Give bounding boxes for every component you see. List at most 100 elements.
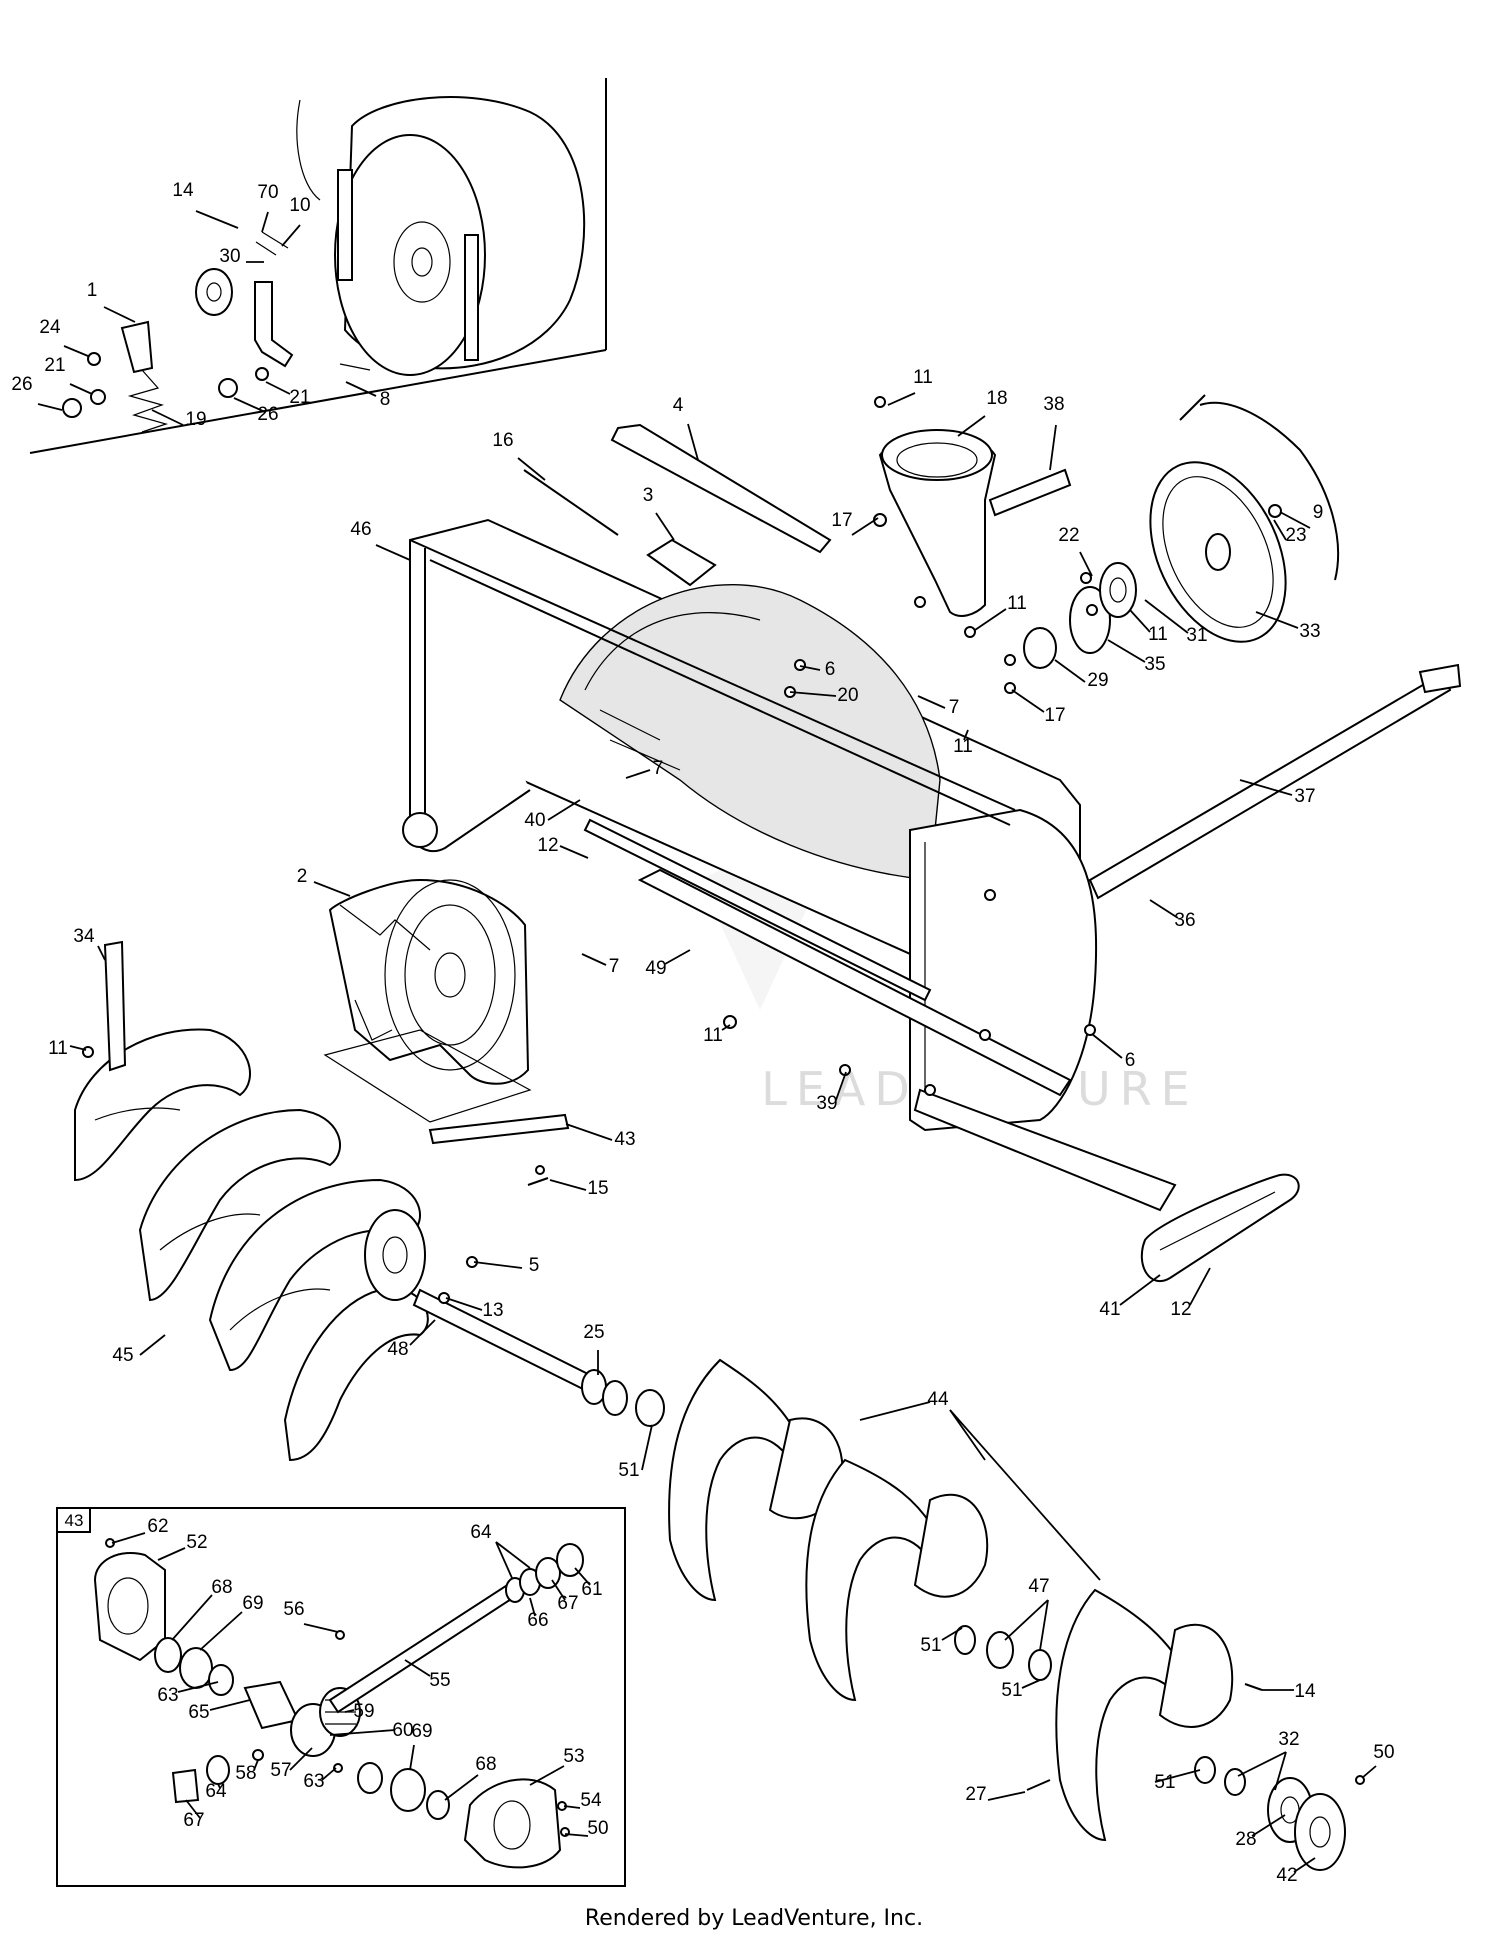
part-label-26: 26 <box>257 404 278 425</box>
part-label-11: 11 <box>953 736 973 757</box>
part-label-14: 14 <box>172 180 194 201</box>
part-label-17: 17 <box>831 510 852 531</box>
leader-lines <box>37 210 1377 1873</box>
part-label-51: 51 <box>920 1635 941 1656</box>
auger-shaft <box>412 1113 665 1427</box>
right-augers <box>668 1358 1365 1871</box>
idler-inset <box>29 78 607 454</box>
part-label-18: 18 <box>986 388 1007 409</box>
part-label-21: 21 <box>289 387 310 408</box>
part-label-50: 50 <box>1373 1742 1394 1763</box>
part-label-36: 36 <box>1174 910 1195 931</box>
part-label-7: 7 <box>653 758 664 779</box>
part-label-38: 38 <box>1043 394 1064 415</box>
part-label-3: 3 <box>643 485 654 506</box>
part-label-61: 61 <box>581 1579 602 1600</box>
part-label-33: 33 <box>1299 621 1320 642</box>
part-label-19: 19 <box>185 409 206 430</box>
part-label-69: 69 <box>242 1593 263 1614</box>
part-label-4: 4 <box>673 395 684 416</box>
part-label-5: 5 <box>529 1255 540 1276</box>
part-label-23: 23 <box>1285 525 1306 546</box>
part-label-65: 65 <box>188 1702 209 1723</box>
part-label-25: 25 <box>583 1322 604 1343</box>
part-label-12: 12 <box>537 835 558 856</box>
part-label-30: 30 <box>219 246 240 267</box>
part-label-64: 64 <box>205 1781 227 1802</box>
part-label-68: 68 <box>211 1577 232 1598</box>
part-label-1: 1 <box>87 280 98 301</box>
part-label-69: 69 <box>411 1721 432 1742</box>
part-label-60: 60 <box>392 1720 413 1741</box>
part-label-16: 16 <box>492 430 513 451</box>
part-label-42: 42 <box>1276 1865 1297 1886</box>
part-label-8: 8 <box>380 389 391 410</box>
part-label-52: 52 <box>186 1532 207 1553</box>
part-label-64: 64 <box>470 1522 492 1543</box>
part-label-41: 41 <box>1099 1299 1120 1320</box>
part-label-11: 11 <box>1007 593 1027 614</box>
footer-credit: Rendered by LeadVenture, Inc. <box>585 1906 923 1931</box>
part-label-14: 14 <box>1294 1681 1316 1702</box>
part-label-63: 63 <box>303 1771 324 1792</box>
part-label-11: 11 <box>1148 624 1168 645</box>
chute-and-drive <box>523 394 1462 900</box>
part-label-26: 26 <box>11 374 32 395</box>
part-label-67: 67 <box>183 1810 204 1831</box>
part-label-66: 66 <box>527 1610 548 1631</box>
part-label-9: 9 <box>1313 502 1324 523</box>
left-auger <box>74 940 429 1462</box>
part-label-35: 35 <box>1144 654 1165 675</box>
part-label-6: 6 <box>1125 1050 1136 1071</box>
part-label-51: 51 <box>1001 1680 1022 1701</box>
part-label-58: 58 <box>235 1763 256 1784</box>
part-label-45: 45 <box>112 1345 133 1366</box>
part-label-70: 70 <box>257 182 278 203</box>
gearbox-inset: 43 <box>56 1507 626 1887</box>
part-label-49: 49 <box>645 958 666 979</box>
part-label-51: 51 <box>618 1460 639 1481</box>
part-label-43: 43 <box>614 1129 635 1150</box>
part-label-32: 32 <box>1278 1729 1299 1750</box>
part-label-40: 40 <box>524 810 545 831</box>
part-label-54: 54 <box>580 1790 602 1811</box>
impeller <box>323 878 532 1123</box>
part-label-62: 62 <box>147 1516 168 1537</box>
part-label-59: 59 <box>353 1701 374 1722</box>
part-label-55: 55 <box>429 1670 450 1691</box>
part-label-50: 50 <box>587 1818 608 1839</box>
part-label-10: 10 <box>289 195 310 216</box>
part-label-46: 46 <box>350 519 371 540</box>
part-label-44: 44 <box>927 1389 949 1410</box>
part-label-6: 6 <box>825 659 836 680</box>
part-label-24: 24 <box>39 317 61 338</box>
part-label-20: 20 <box>837 685 858 706</box>
part-label-11: 11 <box>913 367 933 388</box>
part-label-68: 68 <box>475 1754 496 1775</box>
part-label-21: 21 <box>44 355 65 376</box>
part-label-15: 15 <box>587 1178 608 1199</box>
part-label-2: 2 <box>297 866 308 887</box>
part-label-13: 13 <box>482 1300 503 1321</box>
inset-box-label: 43 <box>65 1511 84 1530</box>
auger-housing <box>402 518 1300 1282</box>
part-label-31: 31 <box>1186 625 1207 646</box>
part-label-34: 34 <box>73 926 95 947</box>
part-label-22: 22 <box>1058 525 1079 546</box>
part-label-29: 29 <box>1087 670 1108 691</box>
part-label-57: 57 <box>270 1760 291 1781</box>
part-label-53: 53 <box>563 1746 584 1767</box>
part-label-48: 48 <box>387 1339 408 1360</box>
part-label-28: 28 <box>1235 1829 1256 1850</box>
part-label-7: 7 <box>609 956 620 977</box>
part-label-39: 39 <box>816 1093 837 1114</box>
part-label-11: 11 <box>703 1025 723 1046</box>
part-label-7: 7 <box>949 697 960 718</box>
part-label-51: 51 <box>1154 1772 1175 1793</box>
part-label-56: 56 <box>283 1599 304 1620</box>
part-label-37: 37 <box>1294 786 1315 807</box>
part-label-63: 63 <box>157 1685 178 1706</box>
part-label-27: 27 <box>965 1784 986 1805</box>
